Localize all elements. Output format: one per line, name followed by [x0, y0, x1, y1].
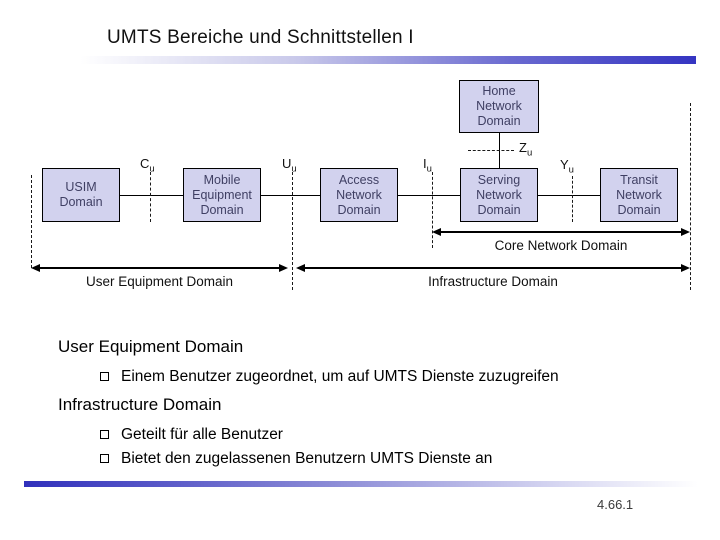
bullet-item: Bietet den zugelassenen Benutzern UMTS D… [100, 450, 492, 468]
right-boundary-dashed-line [690, 103, 691, 290]
section-heading-user-equipment: User Equipment Domain [58, 337, 244, 356]
mobile-access-connector-line [261, 195, 320, 196]
serving-transit-connector-line [538, 195, 600, 196]
arrow-shaft [302, 267, 684, 269]
access-serving-connector-line [398, 195, 460, 196]
uu-interface-dashed-line [292, 172, 293, 290]
usim-domain-label: USIM Domain [59, 180, 103, 209]
user-equipment-domain-span-label: User Equipment Domain [85, 274, 234, 289]
iu-interface-label: Iu [423, 156, 432, 175]
usim-domain-box: USIM Domain [42, 168, 120, 222]
zu-interface-label: Zu [519, 140, 532, 159]
access-network-domain-label: Access Network Domain [336, 172, 382, 217]
infrastructure-domain-span-label: Infrastructure Domain [428, 274, 558, 289]
home-network-domain-label: Home Network Domain [476, 84, 522, 128]
arrowhead-left-icon [432, 228, 441, 236]
interface-base: U [282, 156, 292, 171]
core-network-domain-span-label: Core Network Domain [494, 238, 628, 253]
arrowhead-right-icon [279, 264, 288, 272]
yu-interface-label: Yu [560, 157, 574, 176]
cu-interface-dashed-line [150, 172, 151, 222]
interface-base: C [140, 156, 150, 171]
arrow-shaft [438, 231, 684, 233]
core-network-domain-span-arrow [432, 228, 690, 236]
user-equipment-domain-span-arrow [31, 264, 288, 272]
zu-interface-dashed-line [468, 150, 514, 151]
square-bullet-icon [100, 454, 109, 463]
infrastructure-domain-span-arrow [296, 264, 690, 272]
interface-sub: u [526, 147, 533, 159]
title-underline-bar [80, 56, 696, 64]
access-network-domain-box: Access Network Domain [320, 168, 398, 222]
interface-base: I [423, 156, 427, 171]
bullet-text: Einem Benutzer zugeordnet, um auf UMTS D… [121, 368, 559, 385]
bullet-text: Bietet den zugelassenen Benutzern UMTS D… [121, 450, 493, 467]
section-heading-infrastructure: Infrastructure Domain [58, 395, 222, 414]
square-bullet-icon [100, 372, 109, 381]
page-number: 4.66.1 [597, 497, 634, 512]
slide-title: UMTS Bereiche und Schnittstellen I [107, 27, 414, 48]
interface-base: Z [519, 140, 527, 155]
home-network-domain-box: Home Network Domain [459, 80, 539, 133]
interface-sub: u [426, 163, 432, 175]
uu-interface-label: Uu [282, 156, 297, 175]
cu-interface-label: Cu [140, 156, 155, 175]
serving-network-domain-label: Serving Network Domain [476, 172, 522, 217]
footer-gradient-bar [24, 481, 698, 487]
interface-sub: u [291, 163, 297, 175]
mobile-equipment-domain-label: Mobile Equipment Domain [192, 172, 252, 217]
interface-base: Y [560, 157, 569, 172]
arrow-shaft [37, 267, 282, 269]
iu-interface-dashed-line [432, 172, 433, 248]
serving-network-domain-box: Serving Network Domain [460, 168, 538, 222]
mobile-equipment-domain-box: Mobile Equipment Domain [183, 168, 261, 222]
transit-network-domain-label: Transit Network Domain [616, 172, 662, 217]
transit-network-domain-box: Transit Network Domain [600, 168, 678, 222]
yu-interface-dashed-line [572, 176, 573, 222]
arrowhead-right-icon [681, 228, 690, 236]
arrowhead-right-icon [681, 264, 690, 272]
bullet-item: Einem Benutzer zugeordnet, um auf UMTS D… [100, 368, 559, 386]
left-boundary-dashed-line [31, 175, 32, 268]
arrowhead-left-icon [296, 264, 305, 272]
bullet-item: Geteilt für alle Benutzer [100, 426, 283, 444]
usim-mobile-connector-line [120, 195, 183, 196]
interface-sub: u [149, 163, 155, 175]
square-bullet-icon [100, 430, 109, 439]
arrowhead-left-icon [31, 264, 40, 272]
bullet-text: Geteilt für alle Benutzer [121, 426, 283, 443]
interface-sub: u [568, 164, 574, 176]
